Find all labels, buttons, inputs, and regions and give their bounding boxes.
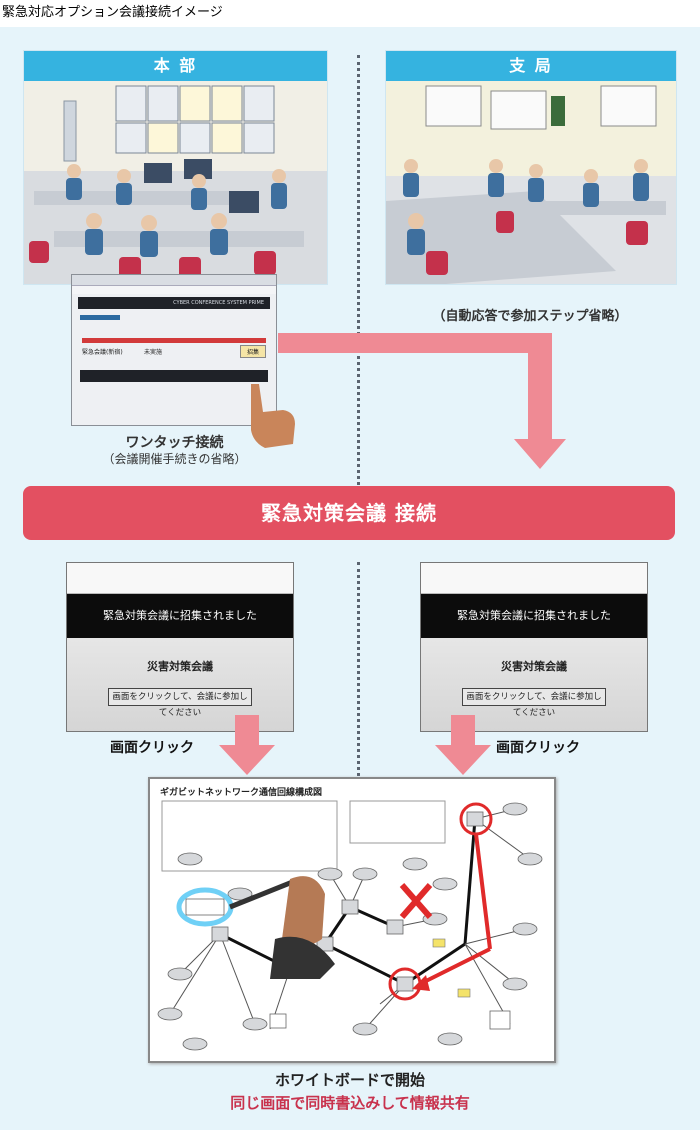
one-touch-label: ワンタッチ接続: [125, 435, 224, 451]
one-touch-screen[interactable]: CYBER CONFERENCE SYSTEM PRIME 緊急会議(新宿) 未…: [71, 274, 277, 426]
branch-header: 支 局: [386, 51, 676, 81]
convene-button[interactable]: 招集: [239, 345, 266, 358]
emergency-connect-banner: 緊急対策会議 接続: [23, 486, 675, 540]
invite-message: 緊急対策会議に招集されました: [421, 594, 647, 638]
one-touch-sublabel: （会議開催手続きの省略）: [102, 452, 247, 466]
auto-answer-note: （自動応答で参加ステップ省略）: [432, 309, 628, 324]
down-arrow-right: [435, 715, 491, 775]
pointing-hand-icon: [251, 384, 295, 448]
invite-conference-name: 災害対策会議: [147, 660, 213, 673]
hq-scene-illustration: [24, 81, 327, 284]
conference-name: 緊急会議(新宿): [82, 349, 123, 356]
branch-panel: 支 局: [385, 50, 677, 285]
branch-scene-illustration: [386, 81, 676, 284]
click-label-hq: 画面クリック: [110, 740, 194, 756]
divider-top: [357, 55, 360, 485]
hq-panel: 本 部: [23, 50, 328, 285]
down-arrow-left: [219, 715, 275, 775]
connect-arrow: [278, 333, 566, 469]
diagram-canvas: 本 部: [0, 27, 700, 1130]
app-logo: CYBER CONFERENCE SYSTEM PRIME: [173, 300, 264, 306]
join-conference-button[interactable]: 画面をクリックして、会議に参加してください: [462, 688, 606, 718]
invite-conference-name: 災害対策会議: [501, 660, 567, 673]
invite-dialog-branch[interactable]: 緊急対策会議に招集されました 災害対策会議 画面をクリックして、会議に参加してく…: [420, 562, 648, 732]
divider-bottom: [357, 562, 360, 782]
join-conference-button[interactable]: 画面をクリックして、会議に参加してください: [108, 688, 252, 718]
whiteboard-network-diagram[interactable]: ギガビットネットワーク通信回線構成図: [148, 777, 556, 1063]
conference-status: 未実施: [144, 349, 163, 356]
whiteboard-title: ギガビットネットワーク通信回線構成図: [160, 788, 323, 798]
invite-dialog-hq[interactable]: 緊急対策会議に招集されました 災害対策会議 画面をクリックして、会議に参加してく…: [66, 562, 294, 732]
invite-message: 緊急対策会議に招集されました: [67, 594, 293, 638]
click-label-branch: 画面クリック: [496, 740, 580, 756]
app-header-bar: CYBER CONFERENCE SYSTEM PRIME: [78, 297, 270, 309]
info-sharing-label: 同じ画面で同時書込みして情報共有: [230, 1094, 470, 1112]
page-title: 緊急対応オプション会議接続イメージ: [2, 5, 223, 20]
whiteboard-start-label: ホワイトボードで開始: [274, 1071, 425, 1089]
hq-header: 本 部: [24, 51, 327, 81]
